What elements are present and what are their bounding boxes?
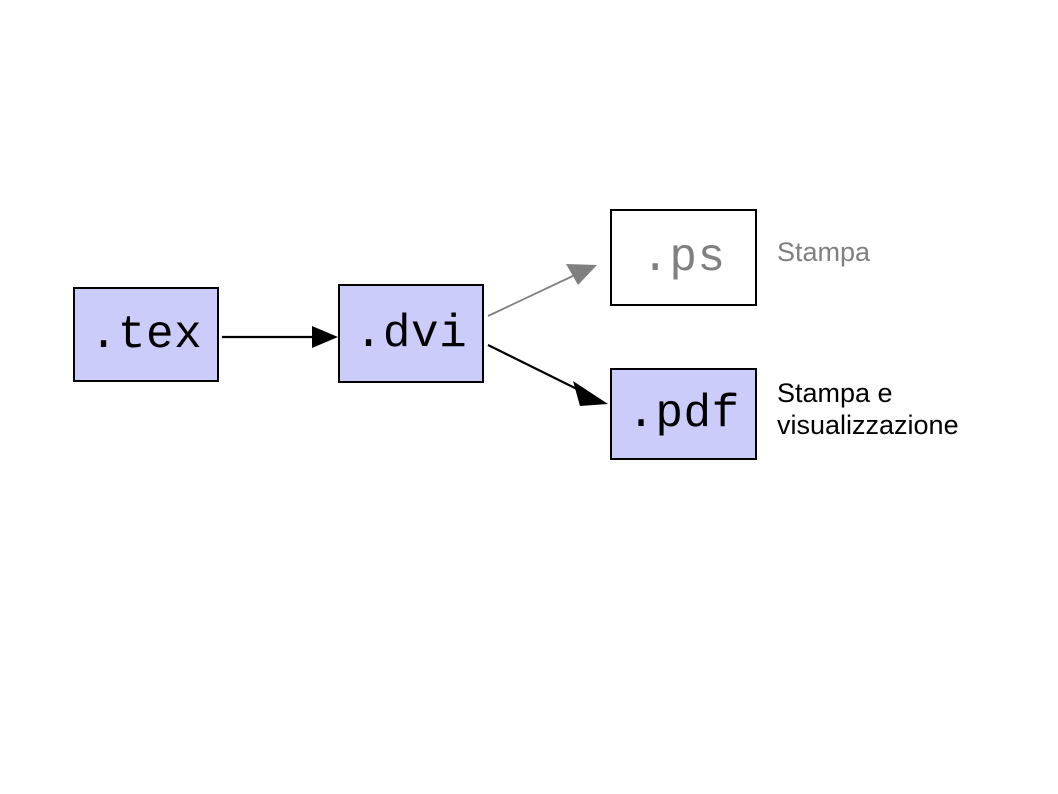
caption-pdf: Stampa e visualizzazione [777, 378, 959, 440]
caption-ps: Stampa [777, 237, 871, 267]
edge-tex-to-dvi [222, 326, 338, 348]
node-tex-label: .tex [89, 308, 203, 361]
node-tex[interactable]: .tex [73, 287, 219, 382]
node-dvi-label: .dvi [354, 307, 468, 360]
node-pdf[interactable]: .pdf [610, 368, 757, 460]
edge-dvi-to-ps-arrowhead [566, 264, 597, 285]
edge-tex-to-dvi-arrowhead [312, 326, 338, 348]
node-ps-label: .ps [641, 231, 726, 284]
node-dvi[interactable]: .dvi [338, 284, 484, 383]
edge-dvi-to-pdf [487, 344, 608, 406]
node-ps[interactable]: .ps [610, 209, 757, 306]
edge-dvi-to-pdf-arrowhead [573, 381, 608, 406]
node-pdf-label: .pdf [627, 388, 740, 440]
edge-dvi-to-pdf-line [487, 344, 584, 393]
edge-dvi-to-ps-line [487, 273, 578, 317]
edge-dvi-to-ps [487, 264, 597, 317]
